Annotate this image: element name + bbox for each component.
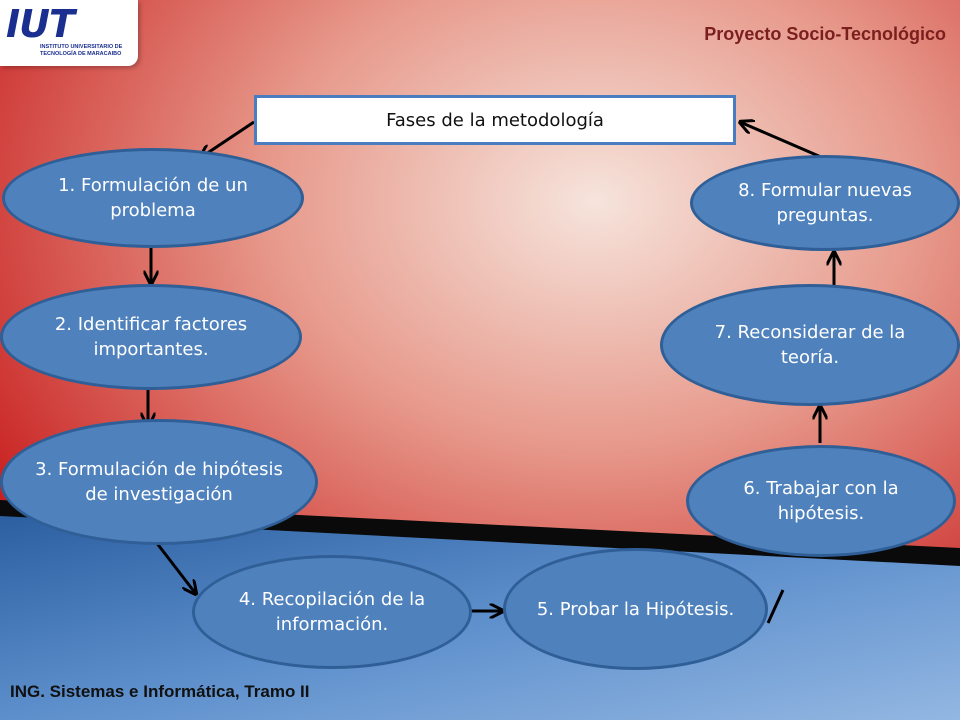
institute-logo: IUT INSTITUTO UNIVERSITARIO DE TECNOLOGÍ… — [0, 0, 138, 66]
node-2-identificar-factores: 2. Identificar factores importantes. — [0, 284, 302, 390]
node-1-formulacion-problema: 1. Formulación de un problema — [2, 148, 304, 248]
logo-line-2: TECNOLOGÍA DE MARACAIBO — [40, 51, 122, 57]
node-3-formulacion-hipotesis: 3. Formulación de hipótesis de investiga… — [0, 419, 318, 545]
node-5-probar-hipotesis: 5. Probar la Hipótesis. — [503, 548, 768, 670]
logo-mark: IUT — [6, 2, 75, 46]
node-8-formular-preguntas: 8. Formular nuevas preguntas. — [690, 155, 960, 251]
footer-text: ING. Sistemas e Informática, Tramo II — [10, 682, 310, 701]
node-4-recopilacion: 4. Recopilación de la información. — [192, 555, 472, 669]
diagram-title: Fases de la metodología — [254, 95, 736, 145]
node-7-reconsiderar-teoria: 7. Reconsiderar de la teoría. — [660, 284, 960, 406]
header-title: Proyecto Socio-Tecnológico — [704, 24, 946, 44]
node-6-trabajar-hipotesis: 6. Trabajar con la hipótesis. — [686, 445, 956, 557]
logo-line-1: INSTITUTO UNIVERSITARIO DE — [40, 44, 123, 50]
